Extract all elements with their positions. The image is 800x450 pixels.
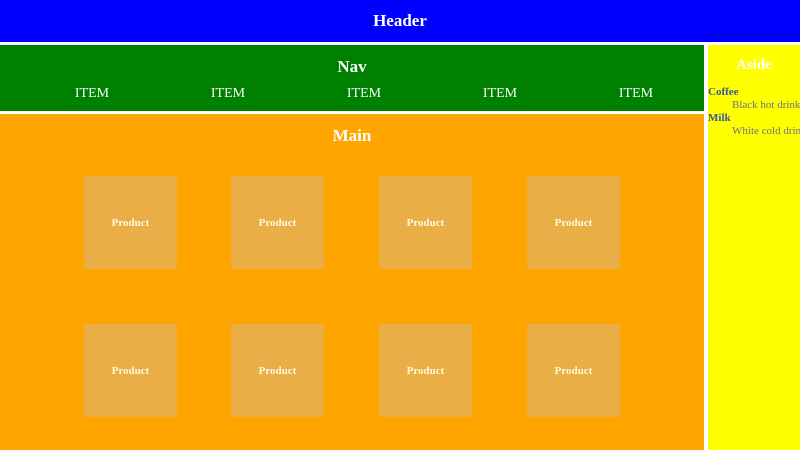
definition-list: Coffee Black hot drink Milk White cold d… xyxy=(708,86,800,138)
product-card[interactable]: Product xyxy=(231,324,324,417)
nav-title: Nav xyxy=(337,57,367,76)
aside: Aside Coffee Black hot drink Milk White … xyxy=(708,45,800,450)
product-card[interactable]: Product xyxy=(84,176,177,269)
product-card[interactable]: Product xyxy=(231,176,324,269)
nav-item-3[interactable]: ITEM xyxy=(346,86,382,101)
product-card[interactable]: Product xyxy=(527,324,620,417)
product-card[interactable]: Product xyxy=(379,324,472,417)
main: Main Product Product Product Product Pro… xyxy=(0,114,704,450)
nav-item-5[interactable]: ITEM xyxy=(618,86,654,101)
nav-item-1[interactable]: ITEM xyxy=(74,86,110,101)
desc-milk: White cold drink xyxy=(732,125,800,137)
nav: Nav ITEM ITEM ITEM ITEM ITEM xyxy=(0,45,704,111)
header-title: Header xyxy=(373,11,427,30)
desc-coffee: Black hot drink xyxy=(732,99,800,111)
term-coffee: Coffee xyxy=(708,86,739,98)
product-card[interactable]: Product xyxy=(84,324,177,417)
product-card[interactable]: Product xyxy=(379,176,472,269)
header: Header xyxy=(0,0,800,42)
main-title: Main xyxy=(332,126,372,145)
product-card[interactable]: Product xyxy=(527,176,620,269)
aside-title: Aside xyxy=(736,57,772,73)
nav-item-4[interactable]: ITEM xyxy=(482,86,518,101)
term-milk: Milk xyxy=(708,112,731,124)
nav-item-2[interactable]: ITEM xyxy=(210,86,246,101)
